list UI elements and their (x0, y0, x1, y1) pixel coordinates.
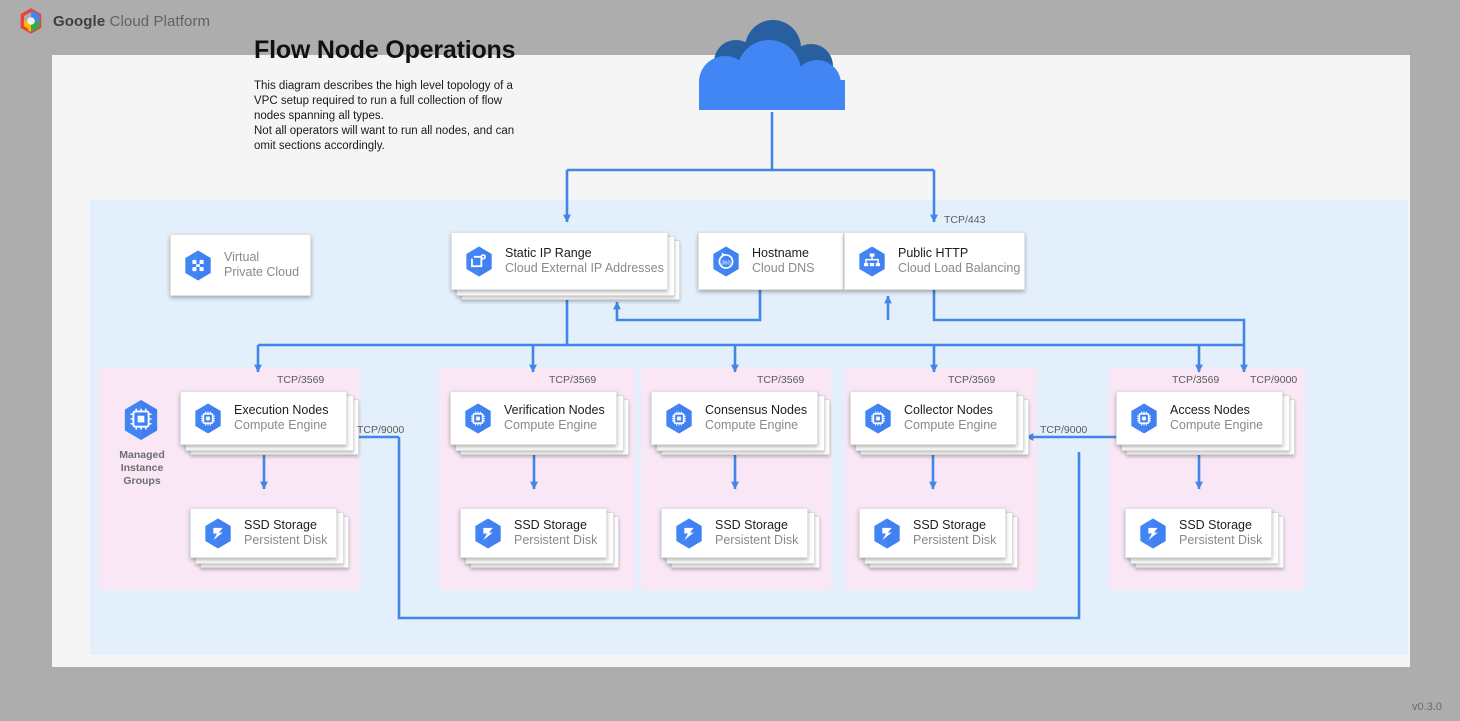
cloud-external-ip-icon (466, 246, 492, 276)
port-label-access-9000: TCP/9000 (1250, 374, 1298, 386)
node-card-consensus-nodes[interactable]: Consensus Nodes Compute Engine (651, 391, 818, 445)
storage-card-subtitle: Persistent Disk (913, 533, 997, 547)
node-card-title: Public HTTP (898, 246, 969, 260)
storage-card-subtitle: Persistent Disk (715, 533, 799, 547)
compute-engine-icon (195, 403, 221, 433)
node-card-verification-nodes[interactable]: Verification Nodes Compute Engine (450, 391, 617, 445)
port-label-verification-3569: TCP/3569 (549, 374, 597, 386)
brand-title-rest: Cloud Platform (105, 12, 211, 30)
compute-engine-icon (666, 403, 692, 433)
internet-cloud-icon (699, 20, 845, 110)
instance-group-label-line: Instance (120, 462, 164, 474)
node-card-subtitle: Private Cloud (224, 265, 300, 279)
node-card-text: Collector Nodes Compute Engine (904, 403, 997, 433)
node-card-title: Execution Nodes (234, 403, 329, 417)
node-card-title: Consensus Nodes (705, 403, 808, 417)
node-card-title: Hostname (752, 246, 809, 260)
persistent-disk-icon (1140, 518, 1166, 548)
node-card-subtitle: Compute Engine (504, 418, 598, 432)
node-card-subtitle: Compute Engine (234, 418, 328, 432)
compute-engine-icon (1131, 403, 1157, 433)
cloud-dns-icon: 360 (713, 246, 739, 276)
gcp-hexagon-logo-icon (20, 8, 42, 34)
node-card-text: Consensus Nodes Compute Engine (705, 403, 807, 433)
storage-card-title: SSD Storage (514, 518, 587, 532)
page-title: Flow Node Operations (254, 36, 516, 64)
brand-title: Google Cloud Platform (53, 13, 210, 30)
node-card-text: Hostname Cloud DNS (752, 246, 815, 276)
storage-card-title: SSD Storage (913, 518, 986, 532)
storage-card-text: SSD Storage Persistent Disk (244, 518, 327, 548)
node-card-text: Execution Nodes Compute Engine (234, 403, 329, 433)
node-card-execution-nodes[interactable]: Execution Nodes Compute Engine (180, 391, 347, 445)
storage-card-text: SSD Storage Persistent Disk (715, 518, 798, 548)
node-card-subtitle: Cloud Load Balancing (898, 261, 1021, 275)
node-card-subtitle: Compute Engine (1170, 418, 1264, 432)
compute-engine-icon (465, 403, 491, 433)
node-card-text: Access Nodes Compute Engine (1170, 403, 1263, 433)
page-description: This diagram describes the high level to… (254, 79, 554, 154)
port-label-consensus-3569: TCP/3569 (757, 374, 805, 386)
brand-title-bold: Google (53, 12, 106, 30)
node-card-text: Verification Nodes Compute Engine (504, 403, 605, 433)
storage-card-consensus[interactable]: SSD Storage Persistent Disk (661, 508, 808, 558)
port-label-access-3569: TCP/3569 (1172, 374, 1220, 386)
node-card-subtitle: Compute Engine (904, 418, 998, 432)
node-card-text: Virtual Private Cloud (224, 250, 299, 280)
node-card-text: Public HTTP Cloud Load Balancing (898, 246, 1020, 276)
port-label-execution-9000: TCP/9000 (357, 424, 405, 436)
storage-card-title: SSD Storage (244, 518, 317, 532)
node-card-hostname[interactable]: 360 Hostname Cloud DNS (698, 232, 844, 290)
cloud-load-balancing-icon (859, 246, 885, 276)
port-label-collector-9000: TCP/9000 (1040, 424, 1088, 436)
compute-engine-icon (865, 403, 891, 433)
persistent-disk-icon (874, 518, 900, 548)
node-card-virtual-private-cloud[interactable]: Virtual Private Cloud (170, 234, 311, 296)
storage-card-verification[interactable]: SSD Storage Persistent Disk (460, 508, 607, 558)
storage-card-text: SSD Storage Persistent Disk (1179, 518, 1262, 548)
description-line: VPC setup required to run a full collect… (254, 95, 503, 107)
persistent-disk-icon (205, 518, 231, 548)
instance-group-label-line: Managed (119, 449, 165, 461)
storage-card-execution[interactable]: SSD Storage Persistent Disk (190, 508, 337, 558)
node-card-public-http[interactable]: Public HTTP Cloud Load Balancing (844, 232, 1025, 290)
instance-group-label-line: Groups (123, 475, 161, 487)
node-card-collector-nodes[interactable]: Collector Nodes Compute Engine (850, 391, 1017, 445)
port-label-execution-3569: TCP/3569 (277, 374, 325, 386)
managed-instance-groups-icon (124, 400, 158, 440)
virtual-private-cloud-icon (185, 250, 211, 280)
brand: Google Cloud Platform (18, 8, 210, 34)
node-card-title: Access Nodes (1170, 403, 1250, 417)
version-label: v0.3.0 (1412, 701, 1442, 713)
storage-card-subtitle: Persistent Disk (1179, 533, 1263, 547)
port-label-collector-3569: TCP/3569 (948, 374, 996, 386)
node-card-subtitle: Cloud External IP Addresses (505, 261, 664, 275)
storage-card-text: SSD Storage Persistent Disk (913, 518, 996, 548)
description-line: This diagram describes the high level to… (254, 80, 513, 92)
node-card-title: Virtual (224, 250, 260, 264)
node-card-title: Collector Nodes (904, 403, 993, 417)
storage-card-collector[interactable]: SSD Storage Persistent Disk (859, 508, 1006, 558)
storage-card-title: SSD Storage (715, 518, 788, 532)
storage-card-subtitle: Persistent Disk (514, 533, 598, 547)
storage-card-title: SSD Storage (1179, 518, 1252, 532)
description-line: nodes spanning all types. (254, 110, 384, 122)
persistent-disk-icon (676, 518, 702, 548)
storage-card-text: SSD Storage Persistent Disk (514, 518, 597, 548)
node-card-subtitle: Compute Engine (705, 418, 799, 432)
persistent-disk-icon (475, 518, 501, 548)
node-card-access-nodes[interactable]: Access Nodes Compute Engine (1116, 391, 1283, 445)
node-card-title: Static IP Range (505, 246, 592, 260)
storage-card-subtitle: Persistent Disk (244, 533, 328, 547)
node-card-text: Static IP Range Cloud External IP Addres… (505, 246, 664, 276)
node-card-subtitle: Cloud DNS (752, 261, 815, 275)
svg-text:360: 360 (721, 260, 730, 266)
storage-card-access[interactable]: SSD Storage Persistent Disk (1125, 508, 1272, 558)
node-card-title: Verification Nodes (504, 403, 605, 417)
description-line: omit sections accordingly. (254, 140, 385, 152)
node-card-static-ip-range[interactable]: Static IP Range Cloud External IP Addres… (451, 232, 668, 290)
port-label-lb-443: TCP/443 (944, 214, 986, 226)
description-line: Not all operators will want to run all n… (254, 125, 515, 137)
